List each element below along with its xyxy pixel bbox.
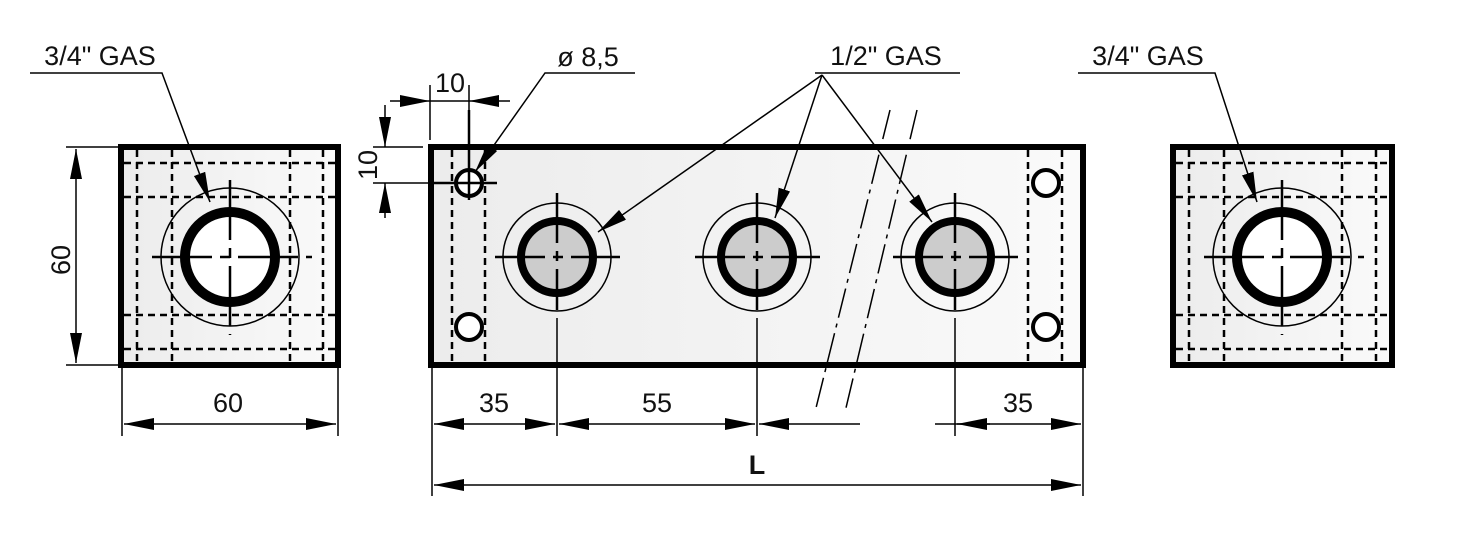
dimension-hole-offset-y: 10	[353, 105, 430, 218]
right-side-view	[1170, 144, 1395, 368]
leader-3-4-gas-left: 3/4" GAS	[30, 41, 211, 203]
dim-text-end-right: 35	[1003, 388, 1033, 418]
dimension-left-height: 60	[46, 146, 118, 366]
leader-hole-diameter: ø 8,5	[474, 42, 635, 173]
ports-1-2-gas	[495, 193, 1018, 436]
label-3-4-gas-right: 3/4" GAS	[1092, 41, 1204, 71]
dim-text-length: L	[749, 450, 766, 480]
dim-text-width: 60	[213, 388, 243, 418]
label-hole-diameter: ø 8,5	[557, 42, 619, 72]
leader-1-2-gas: 1/2" GAS	[597, 41, 960, 233]
front-view	[428, 109, 1086, 436]
dim-text-end-left: 35	[479, 388, 509, 418]
dim-text-hole-offset-x: 10	[435, 68, 465, 98]
dimension-chain: 35 55 35 L	[431, 368, 1084, 496]
leader-3-4-gas-right: 3/4" GAS	[1078, 41, 1258, 203]
dimension-hole-offset-x: 10	[390, 68, 510, 140]
label-1-2-gas: 1/2" GAS	[830, 41, 942, 71]
dimension-left-width: 60	[121, 368, 339, 436]
break-lines	[814, 109, 918, 413]
label-3-4-gas-left: 3/4" GAS	[44, 41, 156, 71]
left-side-view	[118, 144, 341, 368]
dim-text-hole-offset-y: 10	[353, 150, 383, 180]
dim-text-height: 60	[46, 245, 76, 275]
dim-text-pitch: 55	[642, 388, 672, 418]
mounting-holes	[430, 110, 1061, 342]
